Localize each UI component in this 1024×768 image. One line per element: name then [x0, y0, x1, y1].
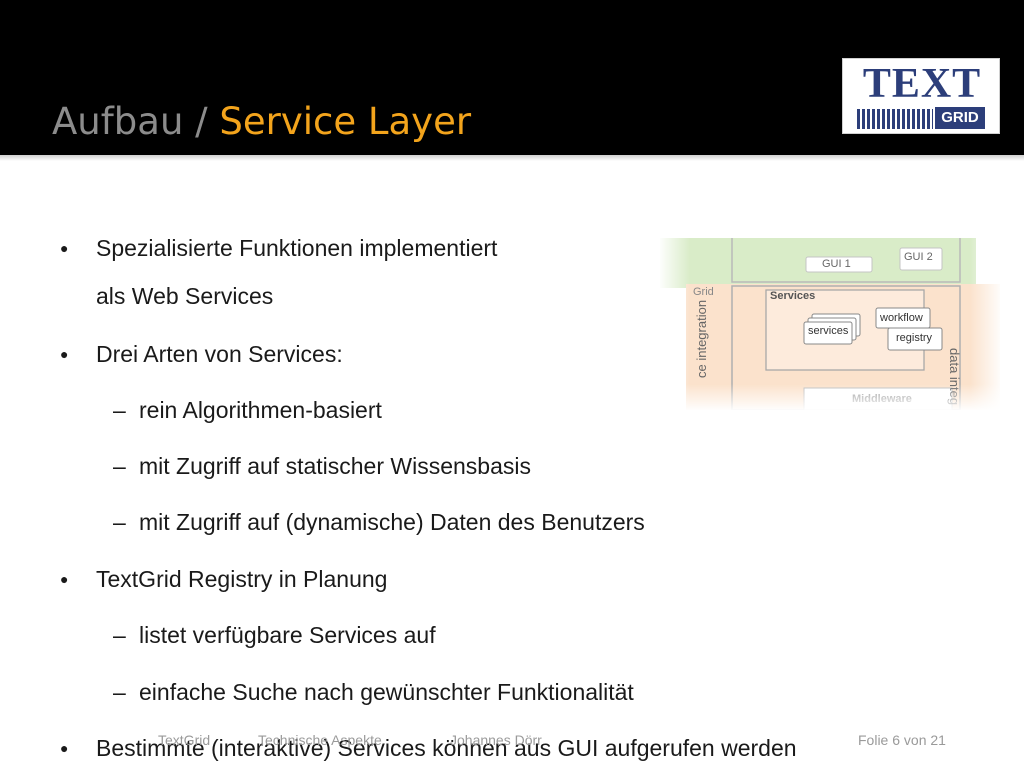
bullet-marker: ● — [60, 346, 69, 362]
bullet-text: mit Zugriff auf (dynamische) Daten des B… — [139, 509, 645, 535]
bullet-marker: ● — [60, 740, 69, 756]
bullet-text: listet verfügbare Services auf — [139, 622, 436, 648]
bullet-item: – listet verfügbare Services auf — [113, 621, 436, 649]
logo-text-top: TEXT — [862, 61, 982, 107]
title-accent: Service Layer — [219, 100, 472, 143]
footer-author: Johannes Dörr — [450, 732, 542, 748]
bullet-item: – mit Zugriff auf (dynamische) Daten des… — [113, 508, 645, 536]
header-divider — [0, 155, 1024, 161]
bullet-marker: – — [113, 509, 126, 535]
bullet-item: ● Spezialisierte Funktionen implementier… — [60, 234, 498, 262]
bullet-item: ● Bestimmte (interaktive) Services könne… — [60, 734, 797, 762]
footer-project: TextGrid — [158, 732, 211, 748]
bullet-marker: ● — [60, 240, 69, 256]
bullet-item: als Web Services — [96, 282, 273, 310]
bullet-text: Drei Arten von Services: — [96, 341, 343, 367]
bullet-text: als Web Services — [96, 283, 274, 309]
bullet-item: – mit Zugriff auf statischer Wissensbasi… — [113, 452, 531, 480]
logo-grid-bars — [857, 109, 933, 129]
bullet-item: ● TextGrid Registry in Planung — [60, 565, 388, 593]
bullet-text: TextGrid Registry in Planung — [96, 566, 388, 592]
slide-title: Aufbau / Service Layer — [52, 98, 471, 146]
bullet-marker: – — [113, 679, 126, 705]
footer-page-number: Folie 6 von 21 — [858, 732, 946, 748]
bullet-text: mit Zugriff auf statischer Wissensbasis — [139, 453, 531, 479]
title-prefix: Aufbau / — [52, 100, 220, 143]
bullet-marker: – — [113, 397, 126, 423]
textgrid-logo: TEXT GRID — [842, 58, 1000, 134]
logo-text-box: GRID — [935, 107, 985, 129]
bullet-item: – rein Algorithmen-basiert — [113, 396, 382, 424]
bullet-marker: – — [113, 622, 126, 648]
bullet-marker: ● — [60, 571, 69, 587]
bullet-text: rein Algorithmen-basiert — [139, 397, 382, 423]
bullet-text: Spezialisierte Funktionen implementiert — [96, 235, 498, 261]
bullet-item: – einfache Suche nach gewünschter Funkti… — [113, 678, 634, 706]
bullet-text: einfache Suche nach gewünschter Funktion… — [139, 679, 634, 705]
bullet-text: Bestimmte (interaktive) Services können … — [96, 735, 797, 761]
bullet-item: ● Drei Arten von Services: — [60, 340, 343, 368]
bullet-marker: – — [113, 453, 126, 479]
footer-topic: Technische Aspekte — [258, 732, 382, 748]
